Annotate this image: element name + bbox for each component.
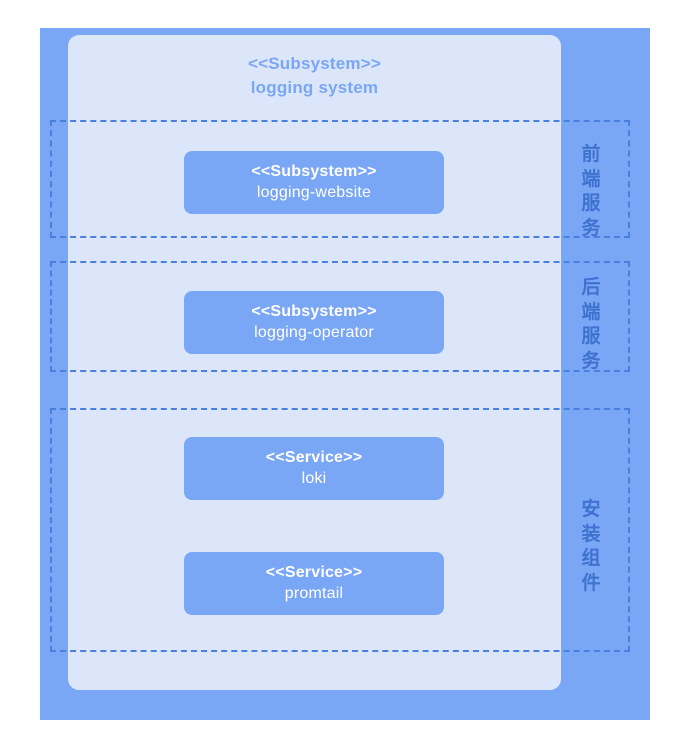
component-name: logging-website (256, 183, 372, 201)
component-name: loki (301, 469, 327, 487)
component-stereotype: <<Service>> (265, 563, 363, 581)
swimlane-frontend (50, 120, 630, 238)
component-logging-website[interactable]: <<Subsystem>> logging-website (184, 151, 444, 214)
component-promtail[interactable]: <<Service>> promtail (184, 552, 444, 615)
swimlane-install-components (50, 408, 630, 652)
component-loki[interactable]: <<Service>> loki (184, 437, 444, 500)
component-stereotype: <<Service>> (265, 448, 363, 466)
component-stereotype: <<Subsystem>> (251, 162, 377, 180)
component-name: logging-operator (254, 323, 374, 341)
component-name: promtail (284, 584, 344, 602)
swimlane-backend (50, 261, 630, 372)
component-logging-operator[interactable]: <<Subsystem>> logging-operator (184, 291, 444, 354)
component-stereotype: <<Subsystem>> (251, 302, 377, 320)
